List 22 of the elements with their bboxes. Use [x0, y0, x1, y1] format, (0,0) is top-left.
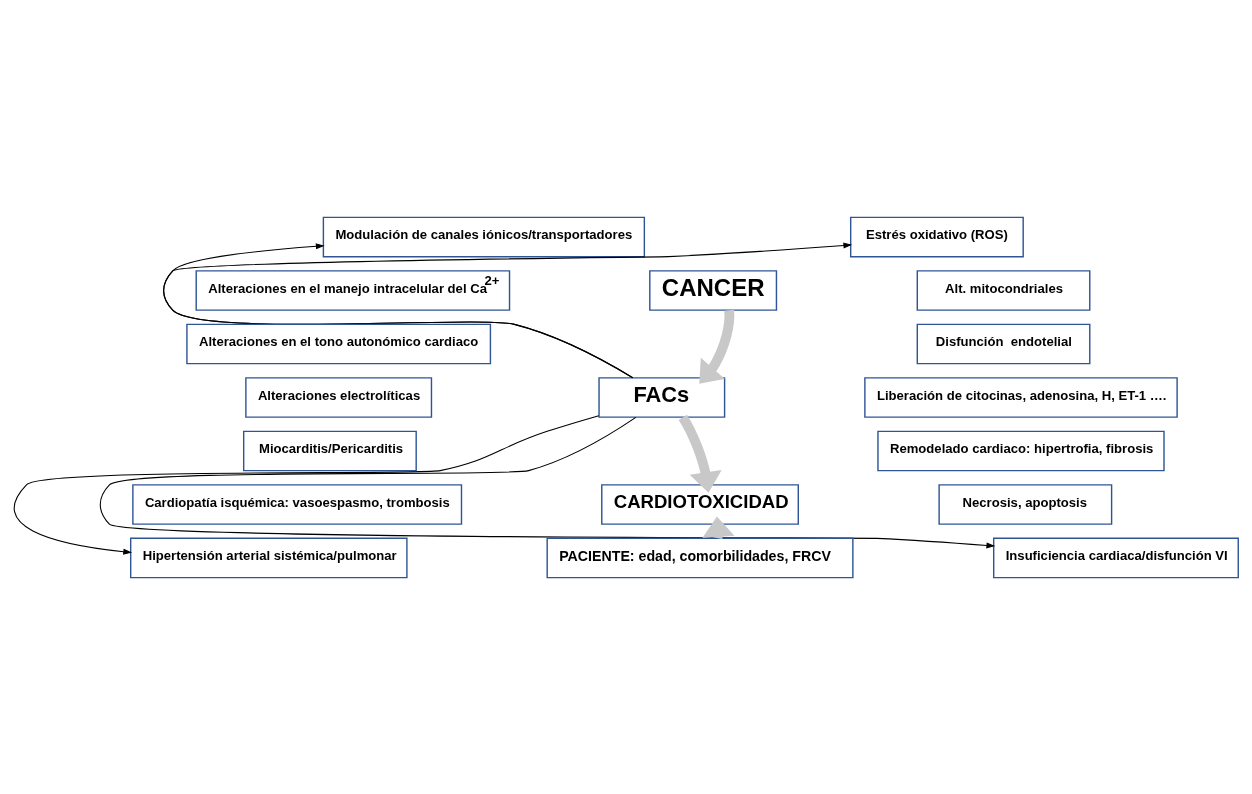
node-box: Hipertensión arterial sistémica/pulmonar [130, 537, 408, 578]
node-box: FACs [598, 376, 726, 418]
node-box: Insuficiencia cardiaca/disfunción VI [993, 537, 1239, 578]
node-box: Alt. mitocondriales [916, 269, 1091, 311]
node-box: Miocarditis/Pericarditis [243, 430, 417, 471]
node-box: Alteraciones en el tono autonómico cardiaco [186, 323, 492, 364]
node-box: PACIENTE: edad, comorbilidades, FRCV [546, 537, 854, 578]
arrow [14, 414, 600, 555]
node-box: Remodelado cardiaco: hipertrofia, fibrosis [877, 430, 1165, 471]
arrow [699, 309, 735, 384]
node-box: CARDIOTOXICIDAD [601, 483, 799, 525]
node-box: Estrés oxidativo (ROS) [850, 216, 1024, 257]
node-box: Cardiopatía isquémica: vasoespasmo, trombosis [132, 483, 463, 525]
arrow [163, 241, 853, 378]
node-box: Alteraciones electrolíticas [245, 376, 433, 418]
node-box: Modulación de canales iónicos/transportadores [322, 216, 646, 257]
arrow [678, 414, 722, 493]
node-box: Liberación de citocinas, adenosina, H, ET-1 …. [864, 376, 1178, 418]
arrow [99, 416, 996, 548]
node-box: CANCER [649, 269, 778, 311]
node-box: Necrosis, apoptosis [938, 483, 1113, 525]
node-box: Disfunción endotelial [916, 323, 1091, 364]
